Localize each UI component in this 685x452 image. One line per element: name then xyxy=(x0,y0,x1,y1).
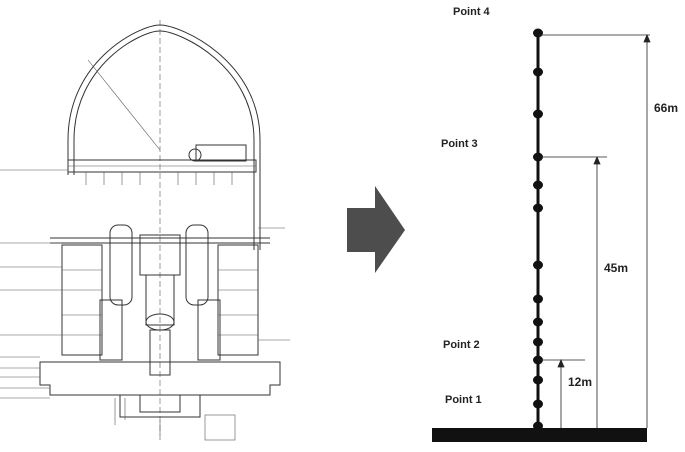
dimension-label-45m: 45m xyxy=(604,261,628,275)
dimension-12m xyxy=(538,358,585,428)
stick-model: Point 4 Point 3 Point 2 Point 1 12m 45m … xyxy=(432,6,678,442)
containment-cross-section-drawing xyxy=(0,20,290,441)
mass-node xyxy=(533,294,543,304)
mass-node xyxy=(533,180,543,190)
dimension-label-66m: 66m xyxy=(654,101,678,115)
ground-base xyxy=(432,428,647,442)
dimension-45m xyxy=(538,155,607,428)
mass-node xyxy=(533,203,543,213)
point-label-3: Point 3 xyxy=(441,138,478,150)
mass-node xyxy=(533,28,543,38)
dimension-label-12m: 12m xyxy=(568,375,592,389)
mass-node xyxy=(533,337,543,347)
right-arrow-icon xyxy=(347,186,405,273)
mass-node xyxy=(533,109,543,119)
mass-node xyxy=(533,67,543,77)
point-label-1: Point 1 xyxy=(445,394,482,406)
point-label-4: Point 4 xyxy=(453,6,491,18)
mass-node xyxy=(533,421,543,431)
mass-node xyxy=(533,317,543,327)
dimension-66m xyxy=(538,33,651,428)
point-label-2: Point 2 xyxy=(443,339,480,351)
mass-node xyxy=(533,375,543,385)
mass-node xyxy=(533,399,543,409)
mass-nodes xyxy=(533,28,543,431)
mass-node xyxy=(533,260,543,270)
